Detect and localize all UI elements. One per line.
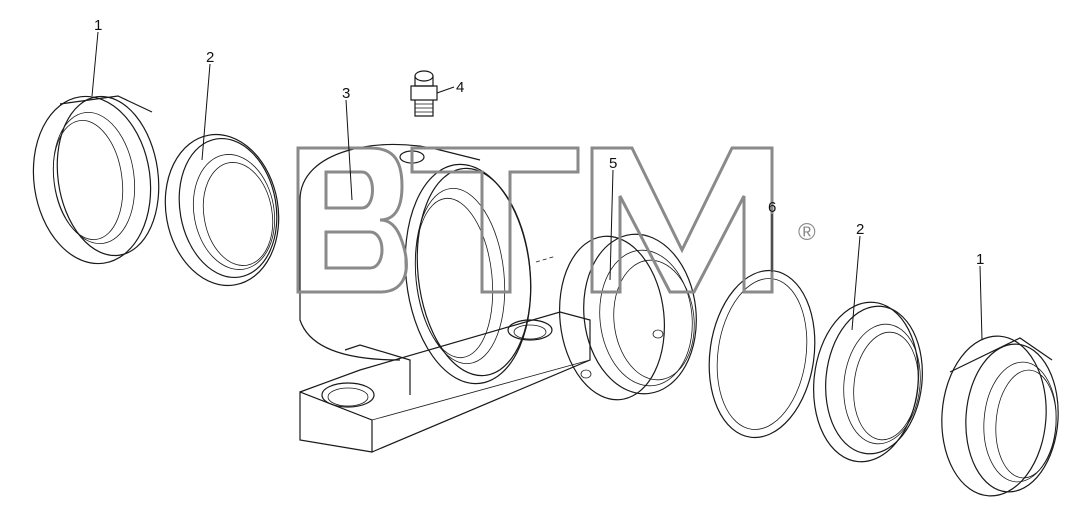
part-4-grease-fitting xyxy=(410,70,438,117)
label-part-1-left: 1 xyxy=(94,17,102,34)
label-part-2-left: 2 xyxy=(206,49,214,66)
label-part-5: 5 xyxy=(609,155,617,172)
label-part-1-right: 1 xyxy=(976,251,984,268)
label-part-3: 3 xyxy=(342,85,350,102)
part-1-left-cap xyxy=(32,95,160,265)
registered-mark: ® xyxy=(798,219,816,246)
leader-lines xyxy=(91,31,983,341)
label-part-6: 6 xyxy=(768,199,776,216)
part-2-left-seal xyxy=(164,133,280,287)
part-3-housing xyxy=(299,143,591,453)
label-part-4: 4 xyxy=(456,79,464,96)
part-5-bearing xyxy=(558,233,697,401)
part-2-right-seal xyxy=(813,301,923,463)
part-1-right-cap xyxy=(941,335,1059,497)
btm-watermark: ® xyxy=(296,146,816,294)
label-part-2-right: 2 xyxy=(856,221,864,238)
